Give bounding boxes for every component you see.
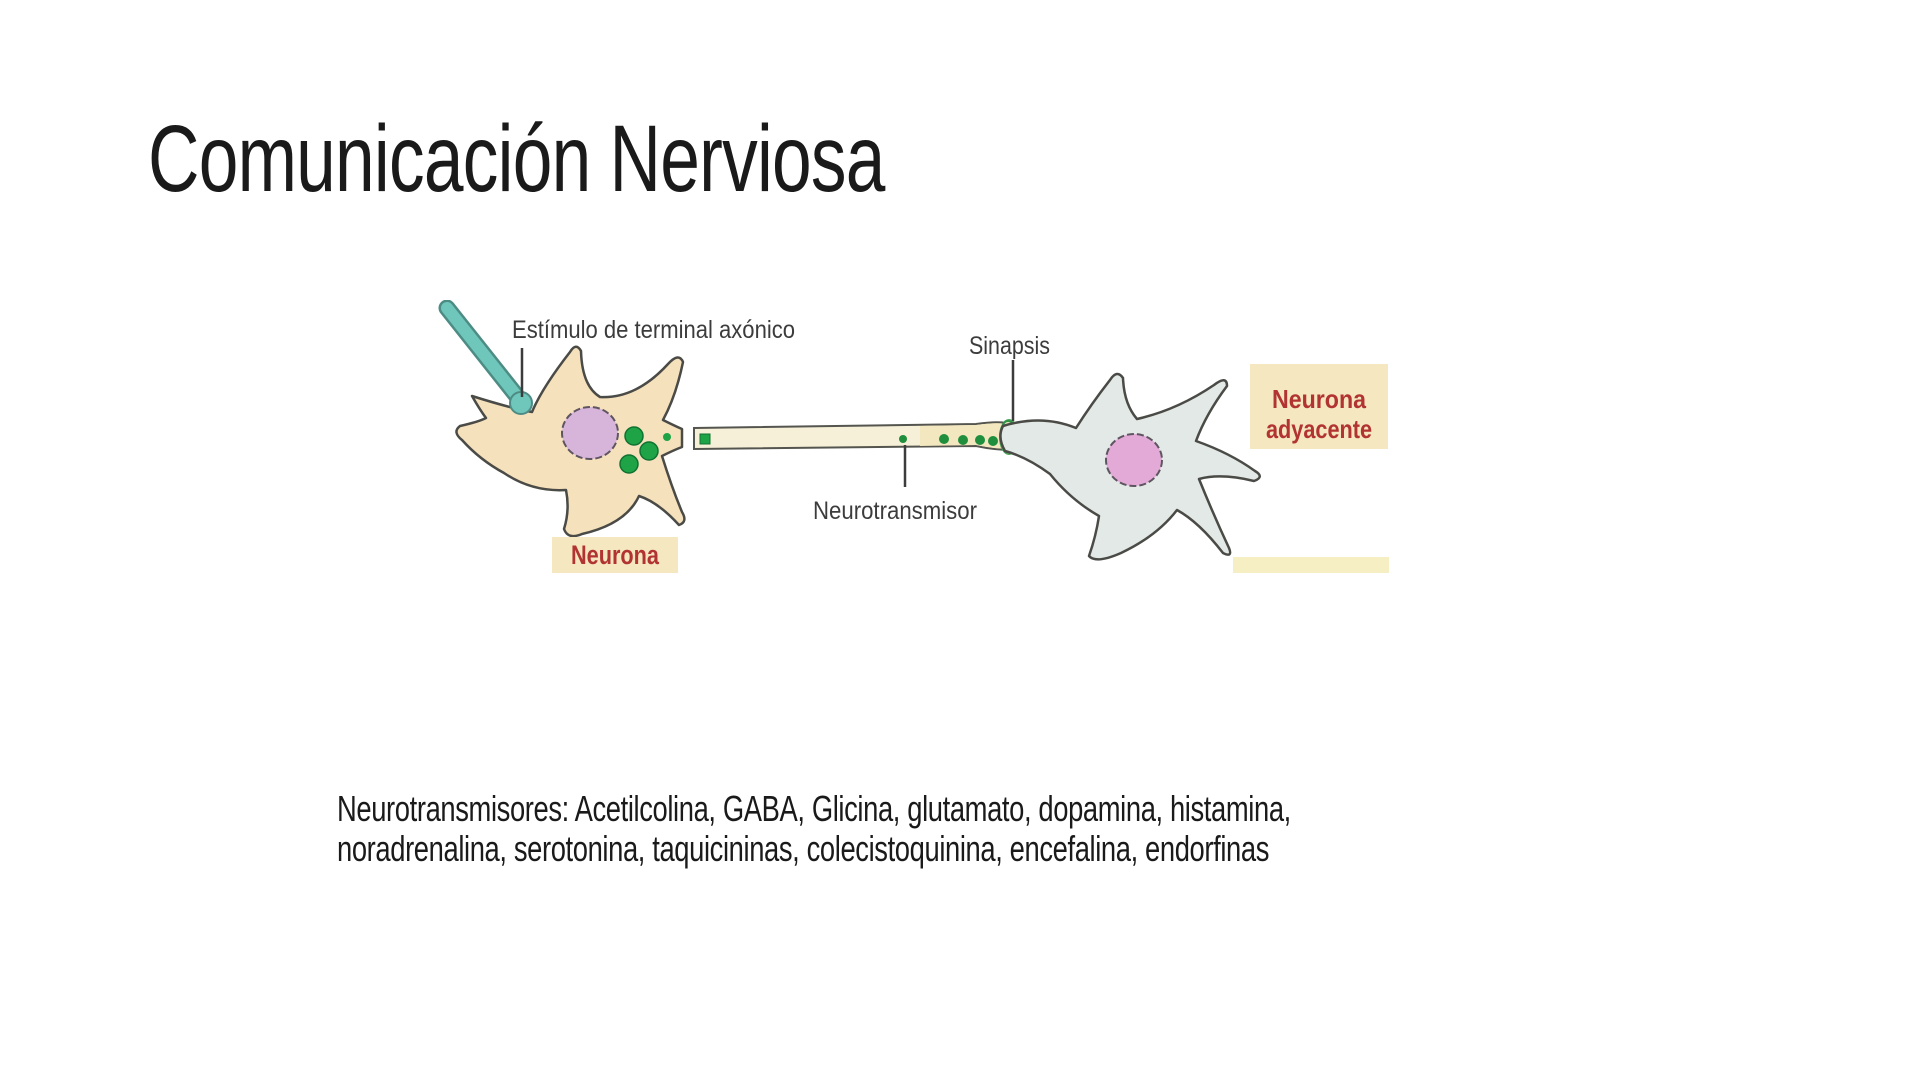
- body-line-2: noradrenalina, serotonina, taquicininas,…: [337, 828, 1270, 869]
- neuron-diagram-svg: Estímulo de terminal axónico Sinapsis Ne…: [438, 300, 1389, 573]
- vesicles-green: [619, 426, 671, 474]
- slide-title: Comunicación Nerviosa: [148, 106, 885, 212]
- cropped-label-strip: [1233, 557, 1389, 573]
- neuron-label-box: Neurona: [552, 537, 678, 573]
- neurotransmitter-label: Neurotransmisor: [813, 497, 977, 525]
- pointer-lines: [520, 348, 1015, 487]
- adjacent-neuron-label-line1: Neurona: [1272, 384, 1366, 414]
- synapse-label: Sinapsis: [969, 332, 1050, 360]
- axon-neurotransmitter-dots: [899, 434, 998, 446]
- neuron-left: [455, 345, 686, 538]
- axon: [693, 421, 1014, 452]
- neuron-label: Neurona: [571, 540, 660, 570]
- nucleus-left: [561, 406, 619, 460]
- stimulus-label: Estímulo de terminal axónico: [512, 316, 795, 344]
- adjacent-neuron-label-line2: adyacente: [1266, 414, 1372, 444]
- neuron-right: [999, 372, 1261, 561]
- nucleus-right: [1105, 433, 1163, 487]
- body-text: Neurotransmisores: Acetilcolina, GABA, G…: [337, 789, 1291, 869]
- neuron-diagram: Estímulo de terminal axónico Sinapsis Ne…: [420, 300, 1390, 575]
- vesicle-square: [699, 433, 711, 445]
- body-line-1: Neurotransmisores: Acetilcolina, GABA, G…: [337, 788, 1291, 829]
- adjacent-neuron-label-box: Neurona adyacente: [1250, 364, 1388, 449]
